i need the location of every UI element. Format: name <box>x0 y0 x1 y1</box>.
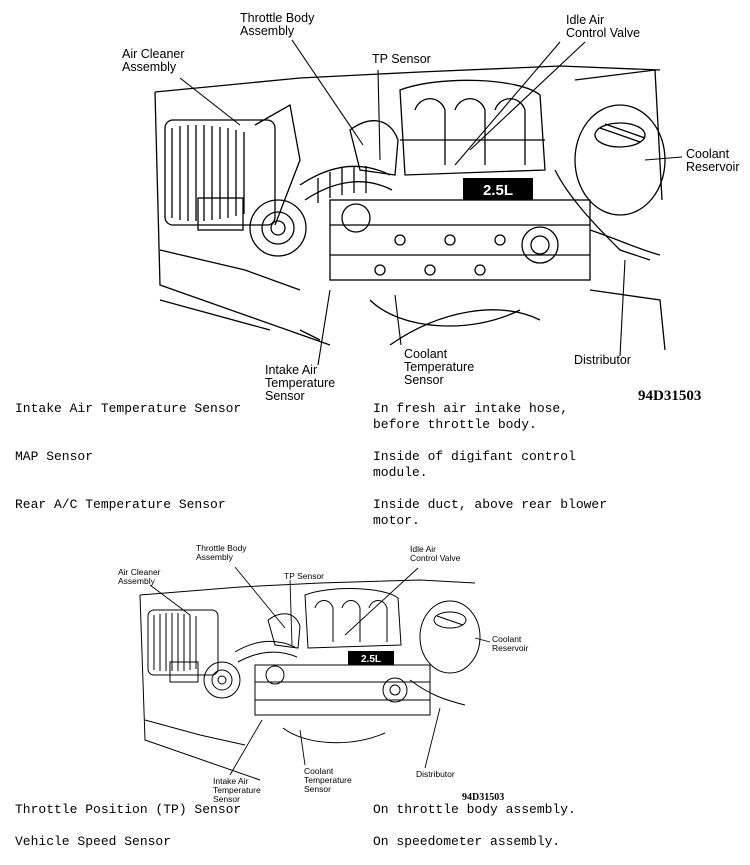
label-coolant-reservoir: Coolant Reservoir <box>686 147 740 175</box>
engine-badge-top: 2.5L <box>483 182 513 199</box>
sensor-location: Inside of digifant control module. <box>373 449 576 480</box>
engine-badge-bottom: 2.5L <box>361 654 381 665</box>
label-throttle-body: Throttle Body Assembly <box>240 11 315 39</box>
label-idle-air-control-valve: Idle Air Control Valve <box>410 544 461 563</box>
sensor-name: MAP Sensor <box>15 449 94 464</box>
engine-drawing-top: 2.5L <box>154 39 683 366</box>
label-distributor: Distributor <box>574 353 631 367</box>
sensor-location: Inside duct, above rear blower motor. <box>373 497 608 528</box>
label-air-cleaner: Air Cleaner Assembly <box>118 567 161 586</box>
label-throttle-body: Throttle Body Assembly <box>196 543 247 562</box>
label-distributor: Distributor <box>416 769 455 779</box>
sensor-name: Intake Air Temperature Sensor <box>15 401 242 416</box>
figure-id-top: 94D31503 <box>638 388 702 404</box>
label-idle-air-control-valve: Idle Air Control Valve <box>566 13 641 41</box>
sensor-name: Rear A/C Temperature Sensor <box>15 497 226 512</box>
engine-diagram-bottom: 2.5L Throttle Body Assembly Idle Air Con… <box>0 540 750 805</box>
engine-drawing-bottom: 2.5L <box>139 566 491 781</box>
label-coolant-temperature-sensor: Coolant Temperature Sensor <box>404 347 475 388</box>
label-tp-sensor: TP Sensor <box>372 52 431 66</box>
sensor-location: On speedometer assembly. <box>373 834 561 849</box>
label-intake-air-temperature-sensor: Intake Air Temperature Sensor <box>265 363 336 404</box>
label-intake-air-temperature-sensor: Intake Air Temperature Sensor <box>213 776 261 804</box>
sensor-name: Vehicle Speed Sensor <box>15 834 172 849</box>
sensor-name: Throttle Position (TP) Sensor <box>15 802 242 817</box>
label-air-cleaner: Air Cleaner Assembly <box>122 47 185 75</box>
label-coolant-temperature-sensor: Coolant Temperature Sensor <box>304 766 352 794</box>
label-coolant-reservoir: Coolant Reservoir <box>492 634 529 653</box>
sensor-location: In fresh air intake hose, before throttl… <box>373 401 569 432</box>
figure-id-bottom: 94D31503 <box>462 792 505 803</box>
label-tp-sensor: TP Sensor <box>284 571 325 581</box>
sensor-location: On throttle body assembly. <box>373 802 576 817</box>
engine-diagram-top: 2.5L Throttle Body Assembly Idle Air Con… <box>0 0 750 405</box>
